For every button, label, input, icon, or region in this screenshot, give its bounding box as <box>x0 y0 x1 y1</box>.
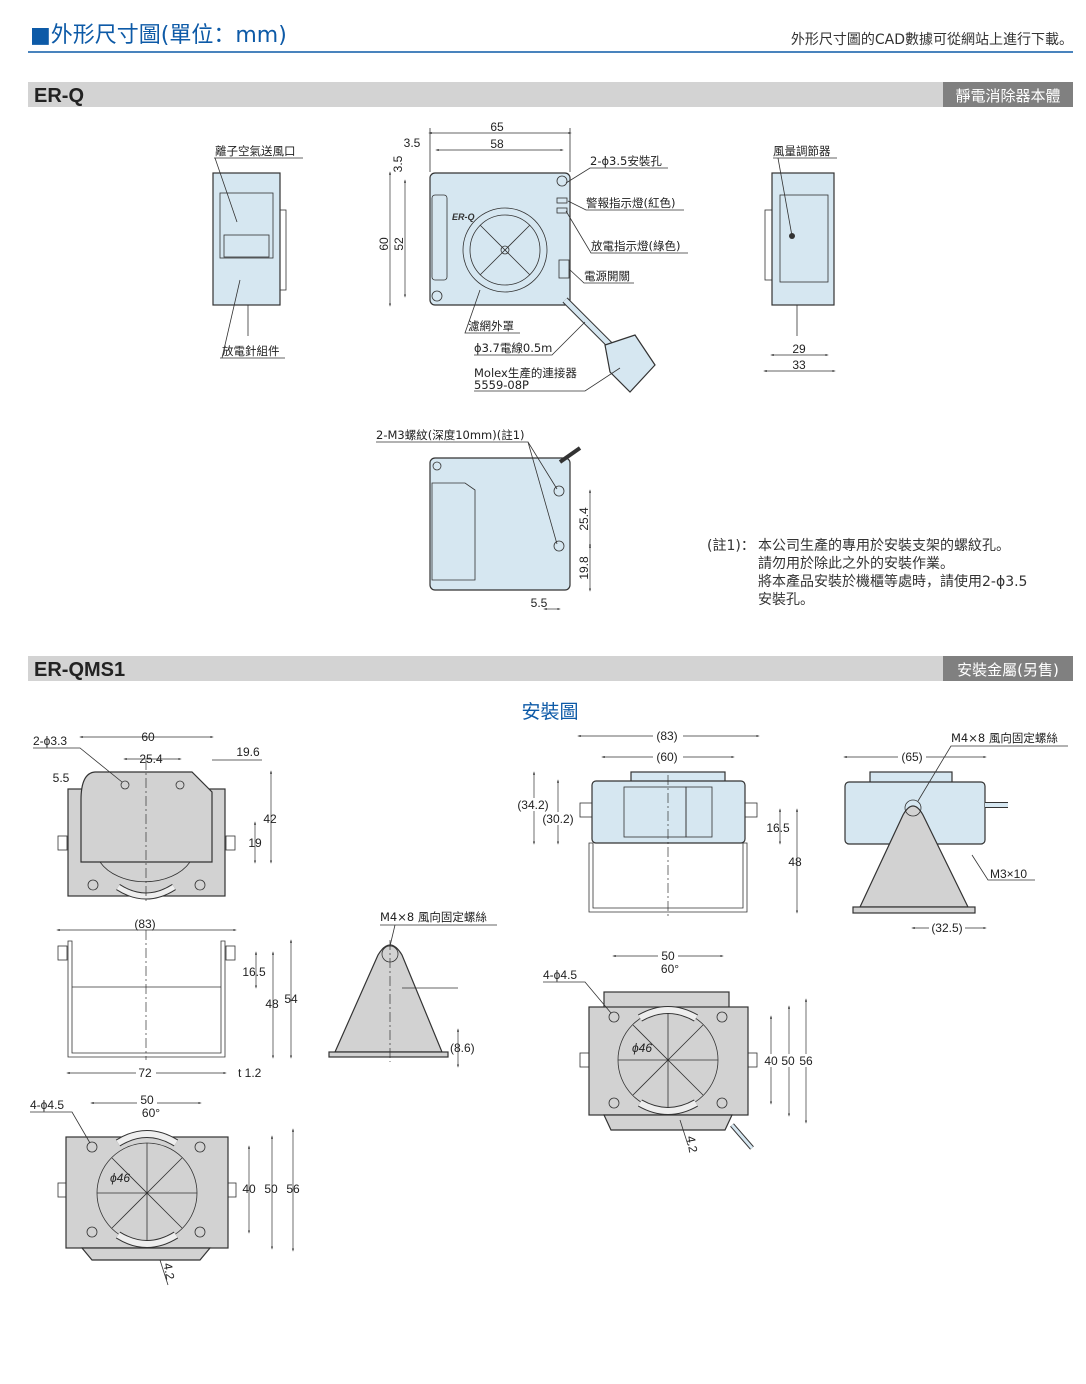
dim-40: 40 <box>764 1054 778 1068</box>
dim-60: 60 <box>141 730 155 744</box>
dim-8-6: (8.6) <box>450 1041 475 1055</box>
dim-72: 72 <box>138 1066 152 1080</box>
qms1-front-view: (83) 16.5 48 54 72 t 1.2 <box>56 917 298 1080</box>
dim-19-8: 19.8 <box>577 556 591 580</box>
er-q-logo: ER-Q <box>452 212 475 222</box>
note-line: 本公司生產的專用於安裝支架的螺紋孔。 <box>758 537 1010 554</box>
dim-3-5-y: 3.5 <box>391 155 405 172</box>
dim-30-2: (30.2) <box>542 812 573 826</box>
dim-52: 52 <box>392 237 406 251</box>
dim-65: (65) <box>901 750 922 764</box>
phi-46: ϕ46 <box>110 1171 130 1185</box>
regulator-label: 風量調節器 <box>773 144 831 158</box>
dim-32-5: (32.5) <box>931 921 962 935</box>
qms1-top-view: 2-ϕ3.3 60 25.4 19.6 5.5 42 19 <box>33 730 277 903</box>
dim-25-4: 25.4 <box>139 752 163 766</box>
dim-40: 40 <box>242 1182 256 1196</box>
dim-83: (83) <box>134 917 155 931</box>
section-model: ER-QMS1 <box>34 659 125 681</box>
page-title: ■外形尺寸圖(單位：mm) <box>30 23 287 48</box>
filter-cover-callout: 濾網外罩 <box>468 319 514 333</box>
dim-5-5: 5.5 <box>531 596 548 610</box>
angle-60: 60° <box>661 962 679 976</box>
power-switch-callout: 電源開關 <box>584 269 630 283</box>
dim-34-2: (34.2) <box>517 798 548 812</box>
alarm-led-callout: 警報指示燈(紅色) <box>586 196 675 210</box>
footnote-1: (註1)： 本公司生產的專用於安裝支架的螺紋孔。 請勿用於除此之外的安裝作業。 … <box>707 537 1027 608</box>
dim-4-2: 4.2 <box>684 1135 701 1154</box>
cad-download-note: 外形尺寸圖的CAD數據可從網站上進行下載。 <box>791 32 1073 48</box>
install-bottom-view: 50 60° 4-ϕ4.5 ϕ46 40 50 56 4.2 <box>543 949 813 1154</box>
screw-callout: M4×8 風向固定螺絲 <box>380 910 487 924</box>
er-q-back-view: 2-M3螺紋(深度10mm)(註1) 25.4 19.8 5.5 <box>376 428 592 611</box>
phi-46: ϕ46 <box>632 1041 652 1055</box>
note-line: 安裝孔。 <box>758 592 814 608</box>
dim-48: 48 <box>265 997 279 1011</box>
section-tag: 靜電消除器本體 <box>955 87 1060 105</box>
holes-label: 4-ϕ4.5 <box>30 1098 64 1112</box>
install-front-view: (83) (60) (34.2) (30.2) 16.5 48 <box>516 729 802 918</box>
dim-48: 48 <box>788 855 802 869</box>
install-diagram-title: 安裝圖 <box>521 701 578 723</box>
angle-60: 60° <box>142 1106 160 1120</box>
dim-50: 50 <box>140 1093 154 1107</box>
dim-25-4: 25.4 <box>577 507 591 531</box>
dim-56: 56 <box>799 1054 813 1068</box>
dim-3-5-x: 3.5 <box>404 136 421 150</box>
note-label: (註1)： <box>707 538 755 554</box>
note-line: 請勿用於除此之外的安裝作業。 <box>758 556 954 572</box>
dim-54: 54 <box>284 992 298 1006</box>
section-model: ER-Q <box>34 85 84 107</box>
thread-callout: 2-M3螺紋(深度10mm)(註1) <box>376 428 525 442</box>
dim-50: 50 <box>661 949 675 963</box>
holes-label: 2-ϕ3.3 <box>33 734 67 748</box>
dim-29: 29 <box>792 342 806 356</box>
section-bar-er-qms1: ER-QMS1 安裝金屬(另售) <box>28 656 1073 681</box>
connector-part-number: 5559-08P <box>474 378 529 392</box>
outlet-label: 離子空氣送風口 <box>215 144 296 158</box>
holes-label: 4-ϕ4.5 <box>543 968 577 982</box>
dim-83: (83) <box>656 729 677 743</box>
dim-58: 58 <box>490 137 504 151</box>
er-q-left-view: 離子空氣送風口 放電針組件 <box>212 144 303 359</box>
discharge-led-callout: 放電指示燈(綠色) <box>591 239 680 253</box>
dim-16-5: 16.5 <box>766 821 790 835</box>
thickness-label: t 1.2 <box>238 1066 262 1080</box>
qms1-bottom-view: 4-ϕ4.5 50 60° ϕ46 40 50 56 4.2 <box>30 1093 300 1286</box>
dim-33: 33 <box>792 358 806 372</box>
note-line: 將本產品安裝於機櫃等處時，請使用2-ϕ3.5 <box>758 573 1027 590</box>
dim-19: 19 <box>248 836 262 850</box>
needle-label: 放電針組件 <box>222 344 280 358</box>
er-q-front-view: ER-Q 65 58 3.5 3.5 60 52 2-ϕ3.5安裝孔 警報指示燈… <box>377 120 688 393</box>
cable-callout: ϕ3.7電線0.5m <box>474 341 552 355</box>
connector-callout: Molex生產的連接器 <box>474 366 577 380</box>
screw-callout: M4×8 風向固定螺絲 <box>951 731 1058 745</box>
er-q-right-view: 風量調節器 29 33 <box>763 144 837 373</box>
dim-60: (60) <box>656 750 677 764</box>
dim-4-2: 4.2 <box>161 1262 178 1281</box>
dim-16-5: 16.5 <box>242 965 266 979</box>
section-tag: 安裝金屬(另售) <box>957 661 1059 679</box>
m3-screw-callout: M3×10 <box>990 867 1027 881</box>
dim-60: 60 <box>377 237 391 251</box>
dim-5-5: 5.5 <box>53 771 70 785</box>
mounting-holes-callout: 2-ϕ3.5安裝孔 <box>590 154 662 168</box>
dim-50-v: 50 <box>264 1182 278 1196</box>
dim-56: 56 <box>286 1182 300 1196</box>
dim-42: 42 <box>263 812 277 826</box>
dim-19-6: 19.6 <box>236 745 260 759</box>
install-side-view: M4×8 風向固定螺絲 (65) M3×10 (32.5) <box>843 731 1068 935</box>
dim-65: 65 <box>490 120 504 134</box>
section-bar-er-q: ER-Q 靜電消除器本體 <box>28 82 1073 107</box>
dim-50-v: 50 <box>781 1054 795 1068</box>
qms1-side-view: M4×8 風向固定螺絲 (8.6) <box>328 910 497 1068</box>
